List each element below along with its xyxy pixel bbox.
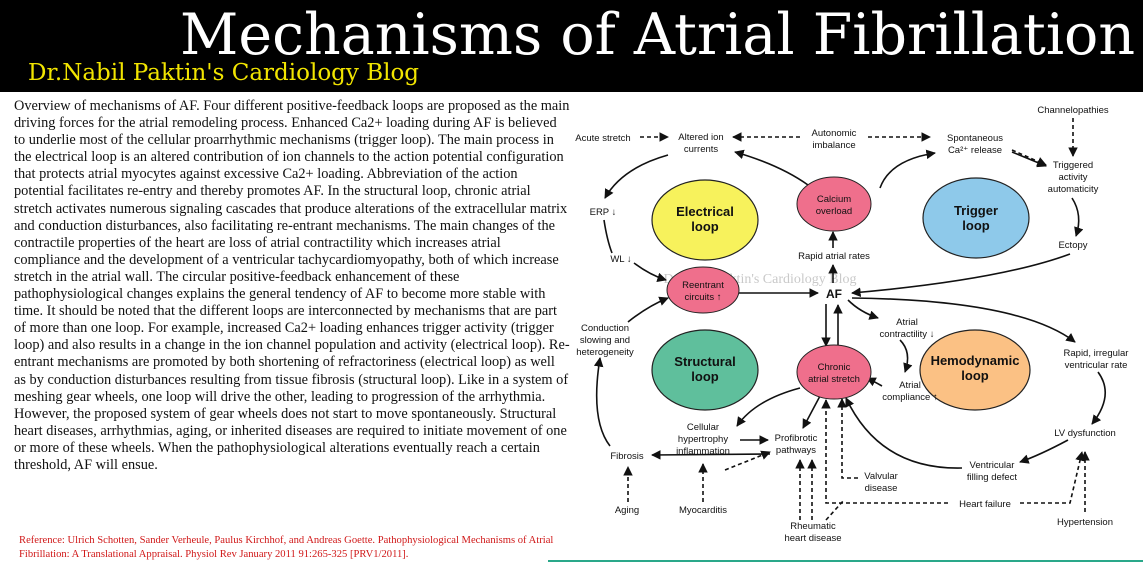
electrical-loop <box>651 179 759 261</box>
hypertension-label: Hypertension <box>1057 517 1113 528</box>
arrow-chronic-to-cellular <box>736 387 801 427</box>
arrow-calcium-to-spontaneous <box>879 149 936 189</box>
article-body: Overview of mechanisms of AF. Four diffe… <box>14 98 570 473</box>
fibrosis-label: Fibrosis <box>610 451 644 462</box>
arrow-valvular-to-chronic <box>837 398 858 479</box>
reference-citation: Reference: Ulrich Schotten, Sander Verhe… <box>19 535 554 560</box>
arrow-erp-to-wl <box>603 219 613 254</box>
arrow-ectopy-to-af <box>851 253 1071 298</box>
arrow-af-to-rapid-irregular <box>851 297 1076 343</box>
arrow-heart-failure-to-lv <box>1020 451 1085 504</box>
myocarditis-label: Myocarditis <box>679 505 727 516</box>
arrow-triggered-to-ectopy <box>1071 197 1084 237</box>
reentrant-circuits-node <box>666 266 740 314</box>
page-title: Mechanisms of Atrial Fibrillation <box>180 2 1136 68</box>
af-label: AF <box>826 287 842 301</box>
channelopathies-label: Channelopathies <box>1037 105 1109 116</box>
arrow-fibrosis-to-conduction <box>593 357 611 447</box>
arrow-profibrotic-to-fibrosis <box>651 450 771 460</box>
erp-label: ERP ↓ <box>590 207 617 218</box>
structural-loop <box>651 329 759 411</box>
arrow-channelopathies-to-ion-channels <box>1011 149 1047 166</box>
arrow-calcium-to-ion <box>734 149 809 186</box>
arrow-myocarditis-to-profibrotic <box>724 450 771 471</box>
acute-stretch-label: Acute stretch <box>575 133 630 144</box>
arrow-ventricular-filling-to-chronic <box>845 397 963 469</box>
arrow-rheumatic-to-valvular <box>825 499 845 521</box>
trigger-loop <box>922 177 1030 259</box>
arrow-rapid-irregular-to-lv <box>1091 371 1106 425</box>
ectopy-label: Ectopy <box>1058 240 1087 251</box>
arrow-wl-to-reentrant <box>633 262 667 283</box>
calcium-overload-node <box>796 176 872 232</box>
arrow-conduction-to-reentrant <box>627 296 669 323</box>
aging-label: Aging <box>615 505 639 516</box>
lv-dysfunction-label: LV dysfunction <box>1054 428 1116 439</box>
hemodynamic-loop <box>919 329 1031 411</box>
arrow-af-to-contractility <box>847 299 879 320</box>
af-mechanisms-diagram: Dr.Nabil Paktin's Cardiology Blog <box>575 105 1129 544</box>
arrow-lv-to-ventricular-filling <box>1019 439 1069 464</box>
arrow-spontaneous-to-triggered <box>1011 151 1047 168</box>
heart-failure-label: Heart failure <box>959 499 1011 510</box>
bottom-divider <box>548 560 1143 562</box>
arrow-contractility-to-compliance <box>899 339 913 373</box>
arrow-heart-failure-to-chronic <box>821 399 948 504</box>
arrow-chronic-to-profibrotic <box>802 395 821 429</box>
wl-label: WL ↓ <box>610 254 631 265</box>
chronic-stretch-node <box>796 344 872 400</box>
arrow-ion-to-erp <box>604 154 669 199</box>
rapid-atrial-rates-label: Rapid atrial rates <box>798 251 870 262</box>
blog-name: Dr.Nabil Paktin's Cardiology Blog <box>28 60 420 86</box>
title-banner: Mechanisms of Atrial Fibrillation Dr.Nab… <box>0 0 1143 92</box>
